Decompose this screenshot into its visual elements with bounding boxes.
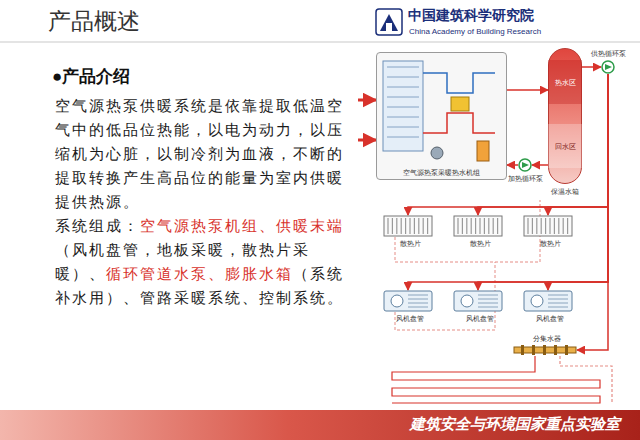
- node-label: 散热片: [383, 239, 437, 248]
- composition-highlight: 空气源热泵机组、供暖末端: [140, 217, 344, 234]
- composition-lead: 系统组成：: [55, 217, 140, 234]
- radiator: 散热片: [523, 215, 577, 248]
- logo-name: 中国建筑科学研究院: [408, 7, 534, 25]
- tank-zone: 回水区: [548, 124, 582, 168]
- composition-highlight: 循环管道水泵、膨胀水箱: [106, 265, 293, 282]
- pipe-connector: [507, 89, 548, 91]
- node-label: 散热片: [453, 239, 507, 248]
- slide-title: 产品概述: [48, 6, 140, 36]
- fan-coil-unit: 风机盘管: [383, 290, 437, 323]
- section-heading: ●产品介绍: [52, 66, 130, 87]
- node-label: 热水区: [548, 78, 582, 87]
- header-rule: [0, 42, 640, 43]
- unit-housing: [376, 52, 507, 180]
- logo-icon: [376, 9, 402, 35]
- pipe-connector: [582, 66, 601, 68]
- node-label: 风机盘管: [383, 314, 437, 323]
- air-inlet-arrows: [358, 100, 376, 140]
- fan-coil-symbol: [523, 290, 573, 312]
- circulation-pump: 供热循环泵: [589, 49, 628, 74]
- node-label: 风机盘管: [523, 314, 577, 323]
- radiator: 散热片: [453, 215, 507, 248]
- intro-paragraph: 空气源热泵供暖系统是依靠提取低温空气中的低品位热能，以电为动力，以压缩机为心脏，…: [55, 97, 344, 210]
- fan-coil-unit: 风机盘管: [453, 290, 507, 323]
- node-label: 供热循环泵: [591, 49, 626, 58]
- radiator: 散热片: [383, 215, 437, 248]
- radiator-symbol: [523, 215, 573, 237]
- fan-coil-unit: 风机盘管: [523, 290, 577, 323]
- unit-internals: [377, 53, 502, 179]
- footer-bar: [0, 410, 640, 440]
- text-paragraph: 空气源热泵供暖系统是依靠提取低温空气中的低品位热能，以电为动力，以压缩机为心脏，…: [55, 94, 351, 214]
- fan-coil-symbol: [453, 290, 503, 312]
- pump-symbol: [518, 158, 532, 172]
- node-label: 散热片: [523, 239, 577, 248]
- logo-english: China Academy of Building Research: [409, 26, 541, 38]
- storage-tank: 保温水箱热水区回水区: [548, 48, 582, 198]
- text-paragraph: 系统组成：空气源热泵机组、供暖末端（风机盘管，地板采暖，散热片采暖）、循环管道水…: [55, 214, 351, 310]
- pump-symbol: [601, 60, 615, 74]
- fan-coil-symbol: [383, 290, 433, 312]
- radiator-symbol: [453, 215, 503, 237]
- node-label: 风机盘管: [453, 314, 507, 323]
- tank-zone: 热水区: [548, 60, 582, 104]
- heat-pump-unit: 空气源热泵采暖热水机组: [376, 52, 507, 180]
- manifold-bar: [513, 345, 577, 355]
- node-label: 加热循环泵: [508, 174, 543, 183]
- node-label: 保温水箱: [538, 187, 592, 196]
- node-label: 空气源热泵采暖热水机组: [376, 168, 507, 177]
- radiator-symbol: [383, 215, 433, 237]
- footer-lab-name: 建筑安全与环境国家重点实验室: [410, 414, 620, 433]
- manifold: 分集水器: [513, 334, 581, 355]
- node-label: 分集水器: [513, 334, 581, 343]
- pipe-connector: [507, 164, 518, 166]
- pipe-connector: [532, 164, 548, 166]
- node-label: 回水区: [548, 142, 582, 151]
- circulation-pump: 加热循环泵: [506, 158, 545, 183]
- floor-heating-coil: [392, 356, 612, 403]
